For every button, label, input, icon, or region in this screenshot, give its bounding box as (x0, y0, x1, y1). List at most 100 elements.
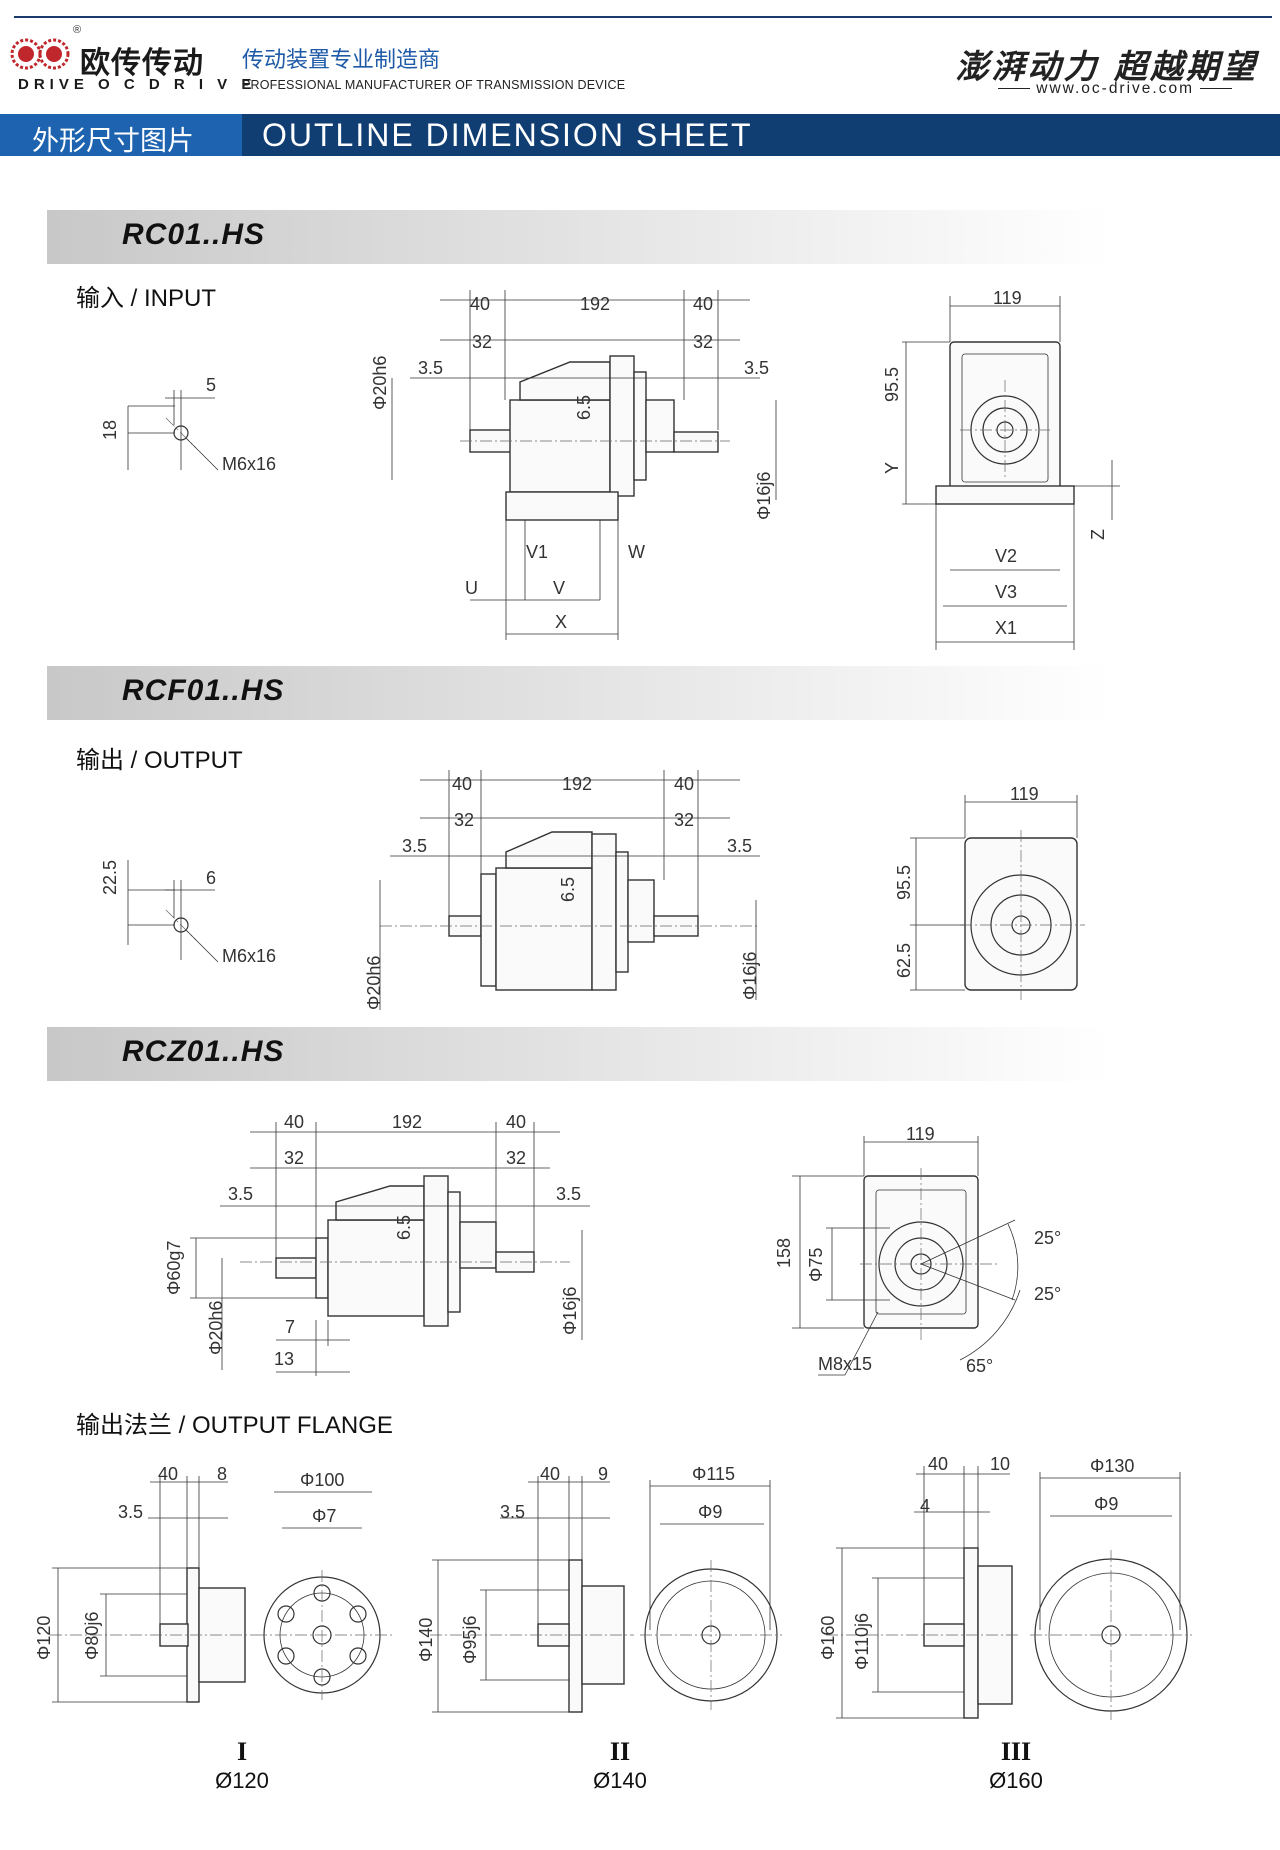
rc01-v: V (553, 578, 565, 598)
flange-1-dim-off: 3.5 (118, 1502, 143, 1522)
flange-1-dim-40: 40 (158, 1464, 178, 1484)
rc01-gap: 6.5 (574, 395, 594, 420)
flange-2-dim-off: 3.5 (500, 1502, 525, 1522)
website-link[interactable]: www.oc-drive.com (992, 80, 1238, 98)
banner-title-en: OUTLINE DIMENSION SHEET (262, 117, 753, 153)
rc01-end-width: 119 (993, 288, 1022, 308)
section-bar-rc01 (47, 210, 1110, 264)
rcf01-end-h2: 62.5 (894, 943, 914, 978)
rcz01-gap: 6.5 (394, 1215, 414, 1240)
banner-title-cn: 外形尺寸图片 (32, 126, 194, 156)
rc01-key-height: 18 (100, 420, 120, 440)
flange-3-pcd: Φ130 (1090, 1456, 1134, 1476)
subtitle-input: 输入 / INPUT (76, 285, 217, 312)
rcf01-shaft-in: Φ20h6 (364, 956, 384, 1010)
rc01-dim-40-right: 40 (693, 294, 713, 314)
rcz01-dim-40-right: 40 (506, 1112, 526, 1132)
flange-3-dim-thick: 10 (990, 1454, 1010, 1474)
rcf01-dim-40-right: 40 (674, 774, 694, 794)
rcf01-dim-32-right: 32 (674, 810, 694, 830)
flange-roman-2: II (609, 1737, 631, 1766)
rcz01-end-view: 119 158 Φ75 25° 25° 65° M8x15 (774, 1124, 1061, 1376)
rc01-shaft-in: Φ20h6 (370, 356, 390, 410)
rc01-w: W (628, 542, 645, 562)
rcf01-shaft-out: Φ16j6 (740, 952, 760, 1000)
rcz01-dim-3.5-right: 3.5 (556, 1184, 581, 1204)
section-bar-rcf01 (47, 666, 1110, 720)
rc01-dim-192: 192 (580, 294, 610, 314)
flange-3-dim-40: 40 (928, 1454, 948, 1474)
rcf01-side-view: 40 192 40 32 32 3.5 3.5 Φ20h6 Φ16j6 6.5 (364, 770, 760, 1010)
header-rule (14, 16, 1272, 18)
flange-3-outer: Φ160 (818, 1616, 838, 1660)
flange-diameter-3: Ø160 (989, 1768, 1043, 1793)
rc01-key-thread: M6x16 (222, 454, 276, 474)
rcf01-dim-3.5-left: 3.5 (402, 836, 427, 856)
rcz01-dim-13: 13 (274, 1349, 294, 1369)
rc01-key-width: 5 (206, 375, 216, 395)
flange-1-outer: Φ120 (34, 1616, 54, 1660)
rc01-dim-40-left: 40 (470, 294, 490, 314)
flange-diameter-1: Ø120 (215, 1768, 269, 1793)
rcf01-dim-3.5-right: 3.5 (727, 836, 752, 856)
section-title-rcf01: RCF01..HS (122, 674, 285, 707)
rcz01-dim-192: 192 (392, 1112, 422, 1132)
flange-2-dim-40: 40 (540, 1464, 560, 1484)
rcf01-end-view: 119 95.5 62.5 (894, 784, 1085, 1000)
tagline-cn: 传动装置专业制造商 (242, 47, 441, 72)
tagline-en: PROFESSIONAL MANUFACTURER OF TRANSMISSIO… (242, 78, 626, 92)
flange-2-drawing: 40 9 3.5 Φ140 Φ95j6 Φ115 Φ9 (416, 1464, 782, 1713)
rc01-end-x1: X1 (995, 618, 1017, 638)
company-logo-icon (10, 38, 70, 70)
rc01-side-view: 40 192 40 32 32 3.5 3.5 Φ20h6 Φ16j6 6.5 … (370, 290, 777, 640)
section-title-rcz01: RCZ01..HS (122, 1035, 285, 1068)
rcf01-gap: 6.5 (558, 877, 578, 902)
flange-2-hole: Φ9 (698, 1502, 722, 1522)
flange-roman-1: I (236, 1737, 248, 1766)
flange-roman-3: III (1000, 1737, 1032, 1766)
rc01-end-view: 119 95.5 Y Z V2 V3 X1 (882, 288, 1120, 650)
flange-1-spigot: Φ80j6 (82, 1612, 102, 1660)
rcf01-key-thread: M6x16 (222, 946, 276, 966)
banner-left (0, 114, 242, 156)
rc01-end-y: Y (882, 462, 902, 474)
rc01-u: U (465, 578, 478, 598)
rcf01-key-width: 6 (206, 868, 216, 888)
rc01-key-detail: 5 18 M6x16 (100, 375, 276, 474)
rc01-end-height: 95.5 (882, 367, 902, 402)
registered-mark: ® (73, 24, 82, 36)
rcf01-dim-192: 192 (562, 774, 592, 794)
rcz01-end-height: 158 (774, 1238, 794, 1268)
rc01-dim-32-left: 32 (472, 332, 492, 352)
rc01-x: X (555, 612, 567, 632)
flange-1-drawing: 40 8 3.5 Φ120 Φ80j6 Φ100 Φ7 (34, 1464, 392, 1703)
logo-text-cn: 欧传传动 (80, 47, 204, 80)
flange-diameter-2: Ø140 (593, 1768, 647, 1793)
rcz01-shaft-in: Φ20h6 (206, 1301, 226, 1355)
flange-2-outer: Φ140 (416, 1618, 436, 1662)
rcz01-end-angle-2: 25° (1034, 1284, 1061, 1304)
flange-2-spigot: Φ95j6 (460, 1616, 480, 1664)
flange-3-spigot: Φ110j6 (852, 1613, 872, 1670)
flange-2-pcd: Φ115 (692, 1464, 735, 1484)
rcf01-dim-32-left: 32 (454, 810, 474, 830)
flange-2-dim-thick: 9 (598, 1464, 608, 1484)
logo-text-en: DRIVE O C D R I V E (18, 76, 257, 93)
section-title-rc01: RC01..HS (122, 218, 266, 251)
rcz01-dim-7: 7 (285, 1317, 295, 1337)
subtitle-output-flange: 输出法兰 / OUTPUT FLANGE (76, 1412, 393, 1439)
banner-right (242, 114, 1280, 156)
rc01-end-z: Z (1088, 529, 1108, 540)
rc01-dim-32-right: 32 (693, 332, 713, 352)
rcz01-dim-32-right: 32 (506, 1148, 526, 1168)
rcf01-key-height: 22.5 (100, 860, 120, 895)
rc01-end-v3: V3 (995, 582, 1017, 602)
rcz01-dim-3.5-left: 3.5 (228, 1184, 253, 1204)
rcz01-pilot: Φ60g7 (164, 1241, 184, 1295)
rcz01-end-angle-1: 25° (1034, 1228, 1061, 1248)
subtitle-output: 输出 / OUTPUT (76, 747, 243, 774)
rcf01-key-detail: 6 22.5 M6x16 (100, 860, 276, 966)
rcf01-dim-40-left: 40 (452, 774, 472, 794)
rcz01-shaft-out: Φ16j6 (560, 1287, 580, 1335)
